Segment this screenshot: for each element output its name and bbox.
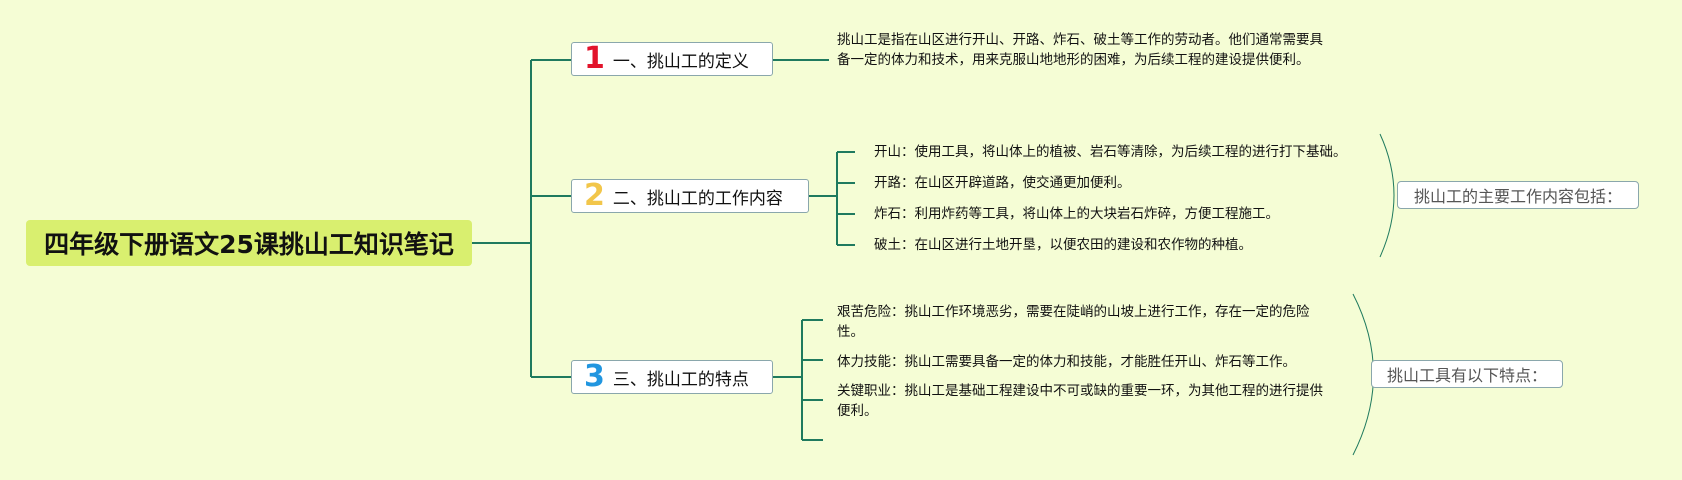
feature-item-3[interactable]: 关键职业：挑山工是基础工程建设中不可或缺的重要一环，为其他工程的进行提供便利。 — [837, 383, 1323, 419]
work-item-1[interactable]: 开山：使用工具，将山体上的植被、岩石等清除，为后续工程的进行打下基础。 — [874, 144, 1347, 160]
branch-2-summary-bracket — [1379, 133, 1395, 258]
work-item-2[interactable]: 开路：在山区开辟道路，使交通更加便利。 — [874, 175, 1131, 191]
work-item-3[interactable]: 炸石：利用炸药等工具，将山体上的大块岩石炸碎，方便工程施工。 — [874, 206, 1279, 222]
branch-3-topic[interactable]: 3 三、挑山工的特点 — [571, 360, 773, 394]
features-summary[interactable]: 挑山工具有以下特点： — [1371, 360, 1563, 388]
root-title: 四年级下册语文25课挑山工知识笔记 — [44, 230, 454, 259]
features-summary-label: 挑山工具有以下特点： — [1386, 366, 1547, 385]
branch-1-topic[interactable]: 1 一、挑山工的定义 — [571, 42, 773, 76]
branch-1-number: 1 — [584, 41, 605, 76]
work-item-4[interactable]: 破土：在山区进行土地开垦，以便农田的建设和农作物的种植。 — [874, 237, 1252, 253]
branch-3-label: 三、挑山工的特点 — [612, 369, 749, 390]
branch-1-label: 一、挑山工的定义 — [612, 51, 749, 72]
branch-2-number: 2 — [584, 178, 605, 213]
branch-2-label: 二、挑山工的工作内容 — [612, 188, 783, 209]
feature-item-1[interactable]: 艰苦危险：挑山工作环境恶劣，需要在陡峭的山坡上进行工作，存在一定的危险性。 — [837, 304, 1310, 340]
branch-3-number: 3 — [584, 359, 605, 394]
root-topic[interactable]: 四年级下册语文25课挑山工知识笔记 — [26, 220, 472, 266]
branch-2-topic[interactable]: 2 二、挑山工的工作内容 — [571, 179, 809, 213]
feature-item-2[interactable]: 体力技能：挑山工需要具备一定的体力和技能，才能胜任开山、炸石等工作。 — [837, 354, 1296, 370]
definition-text[interactable]: 挑山工是指在山区进行开山、开路、炸石、破土等工作的劳动者。他们通常需要具备一定的… — [837, 32, 1323, 68]
work-content-summary[interactable]: 挑山工的主要工作内容包括： — [1397, 181, 1639, 209]
work-content-summary-label: 挑山工的主要工作内容包括： — [1413, 187, 1622, 206]
